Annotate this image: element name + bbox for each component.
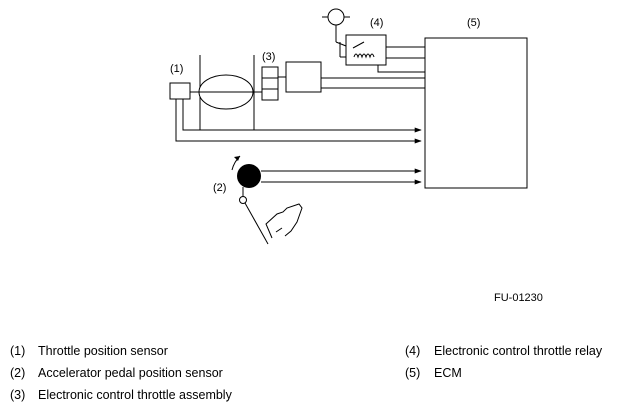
- power-source-symbol: [322, 8, 350, 42]
- legend-label: Throttle position sensor: [38, 344, 168, 358]
- legend-item: (1) Throttle position sensor: [10, 340, 232, 362]
- pedal-sensor-wires: [261, 168, 422, 185]
- figure-code: FU-01230: [494, 292, 543, 304]
- legend-left: (1) Throttle position sensor (2) Acceler…: [10, 340, 232, 406]
- foot-illustration: [265, 203, 303, 239]
- legend-number: (5): [405, 366, 421, 380]
- legend-number: (4): [405, 344, 421, 358]
- legend-label: Accelerator pedal position sensor: [38, 366, 223, 380]
- legend-item: (2) Accelerator pedal position sensor: [10, 362, 232, 384]
- relay-wires: [377, 46, 425, 73]
- legend-item: (4) Electronic control throttle relay: [405, 340, 602, 362]
- throttle-motor: [285, 61, 322, 93]
- throttle-position-sensor: [169, 82, 191, 100]
- callout-4: (4): [370, 17, 383, 29]
- relay-symbol: [335, 34, 387, 66]
- callout-5: (5): [467, 17, 480, 29]
- legend-item: (5) ECM: [405, 362, 602, 384]
- legend-right: (4) Electronic control throttle relay (5…: [405, 340, 602, 384]
- callout-2: (2): [213, 182, 226, 194]
- motor-wires: [321, 77, 425, 89]
- throttle-body: [190, 55, 262, 130]
- callout-3: (3): [262, 51, 275, 63]
- legend-label: Electronic control throttle assembly: [38, 388, 232, 402]
- legend-item: (3) Electronic control throttle assembly: [10, 384, 232, 406]
- callout-1: (1): [170, 63, 183, 75]
- accelerator-pedal-sensor: [231, 155, 269, 245]
- sensor-signal-wires: [175, 99, 422, 144]
- legend-number: (1): [10, 344, 26, 358]
- legend-label: ECM: [434, 366, 462, 380]
- legend-number: (2): [10, 366, 26, 380]
- legend-label: Electronic control throttle relay: [434, 344, 603, 358]
- throttle-gear: [261, 66, 279, 101]
- ecm-box: [424, 37, 528, 189]
- legend-number: (3): [10, 388, 26, 402]
